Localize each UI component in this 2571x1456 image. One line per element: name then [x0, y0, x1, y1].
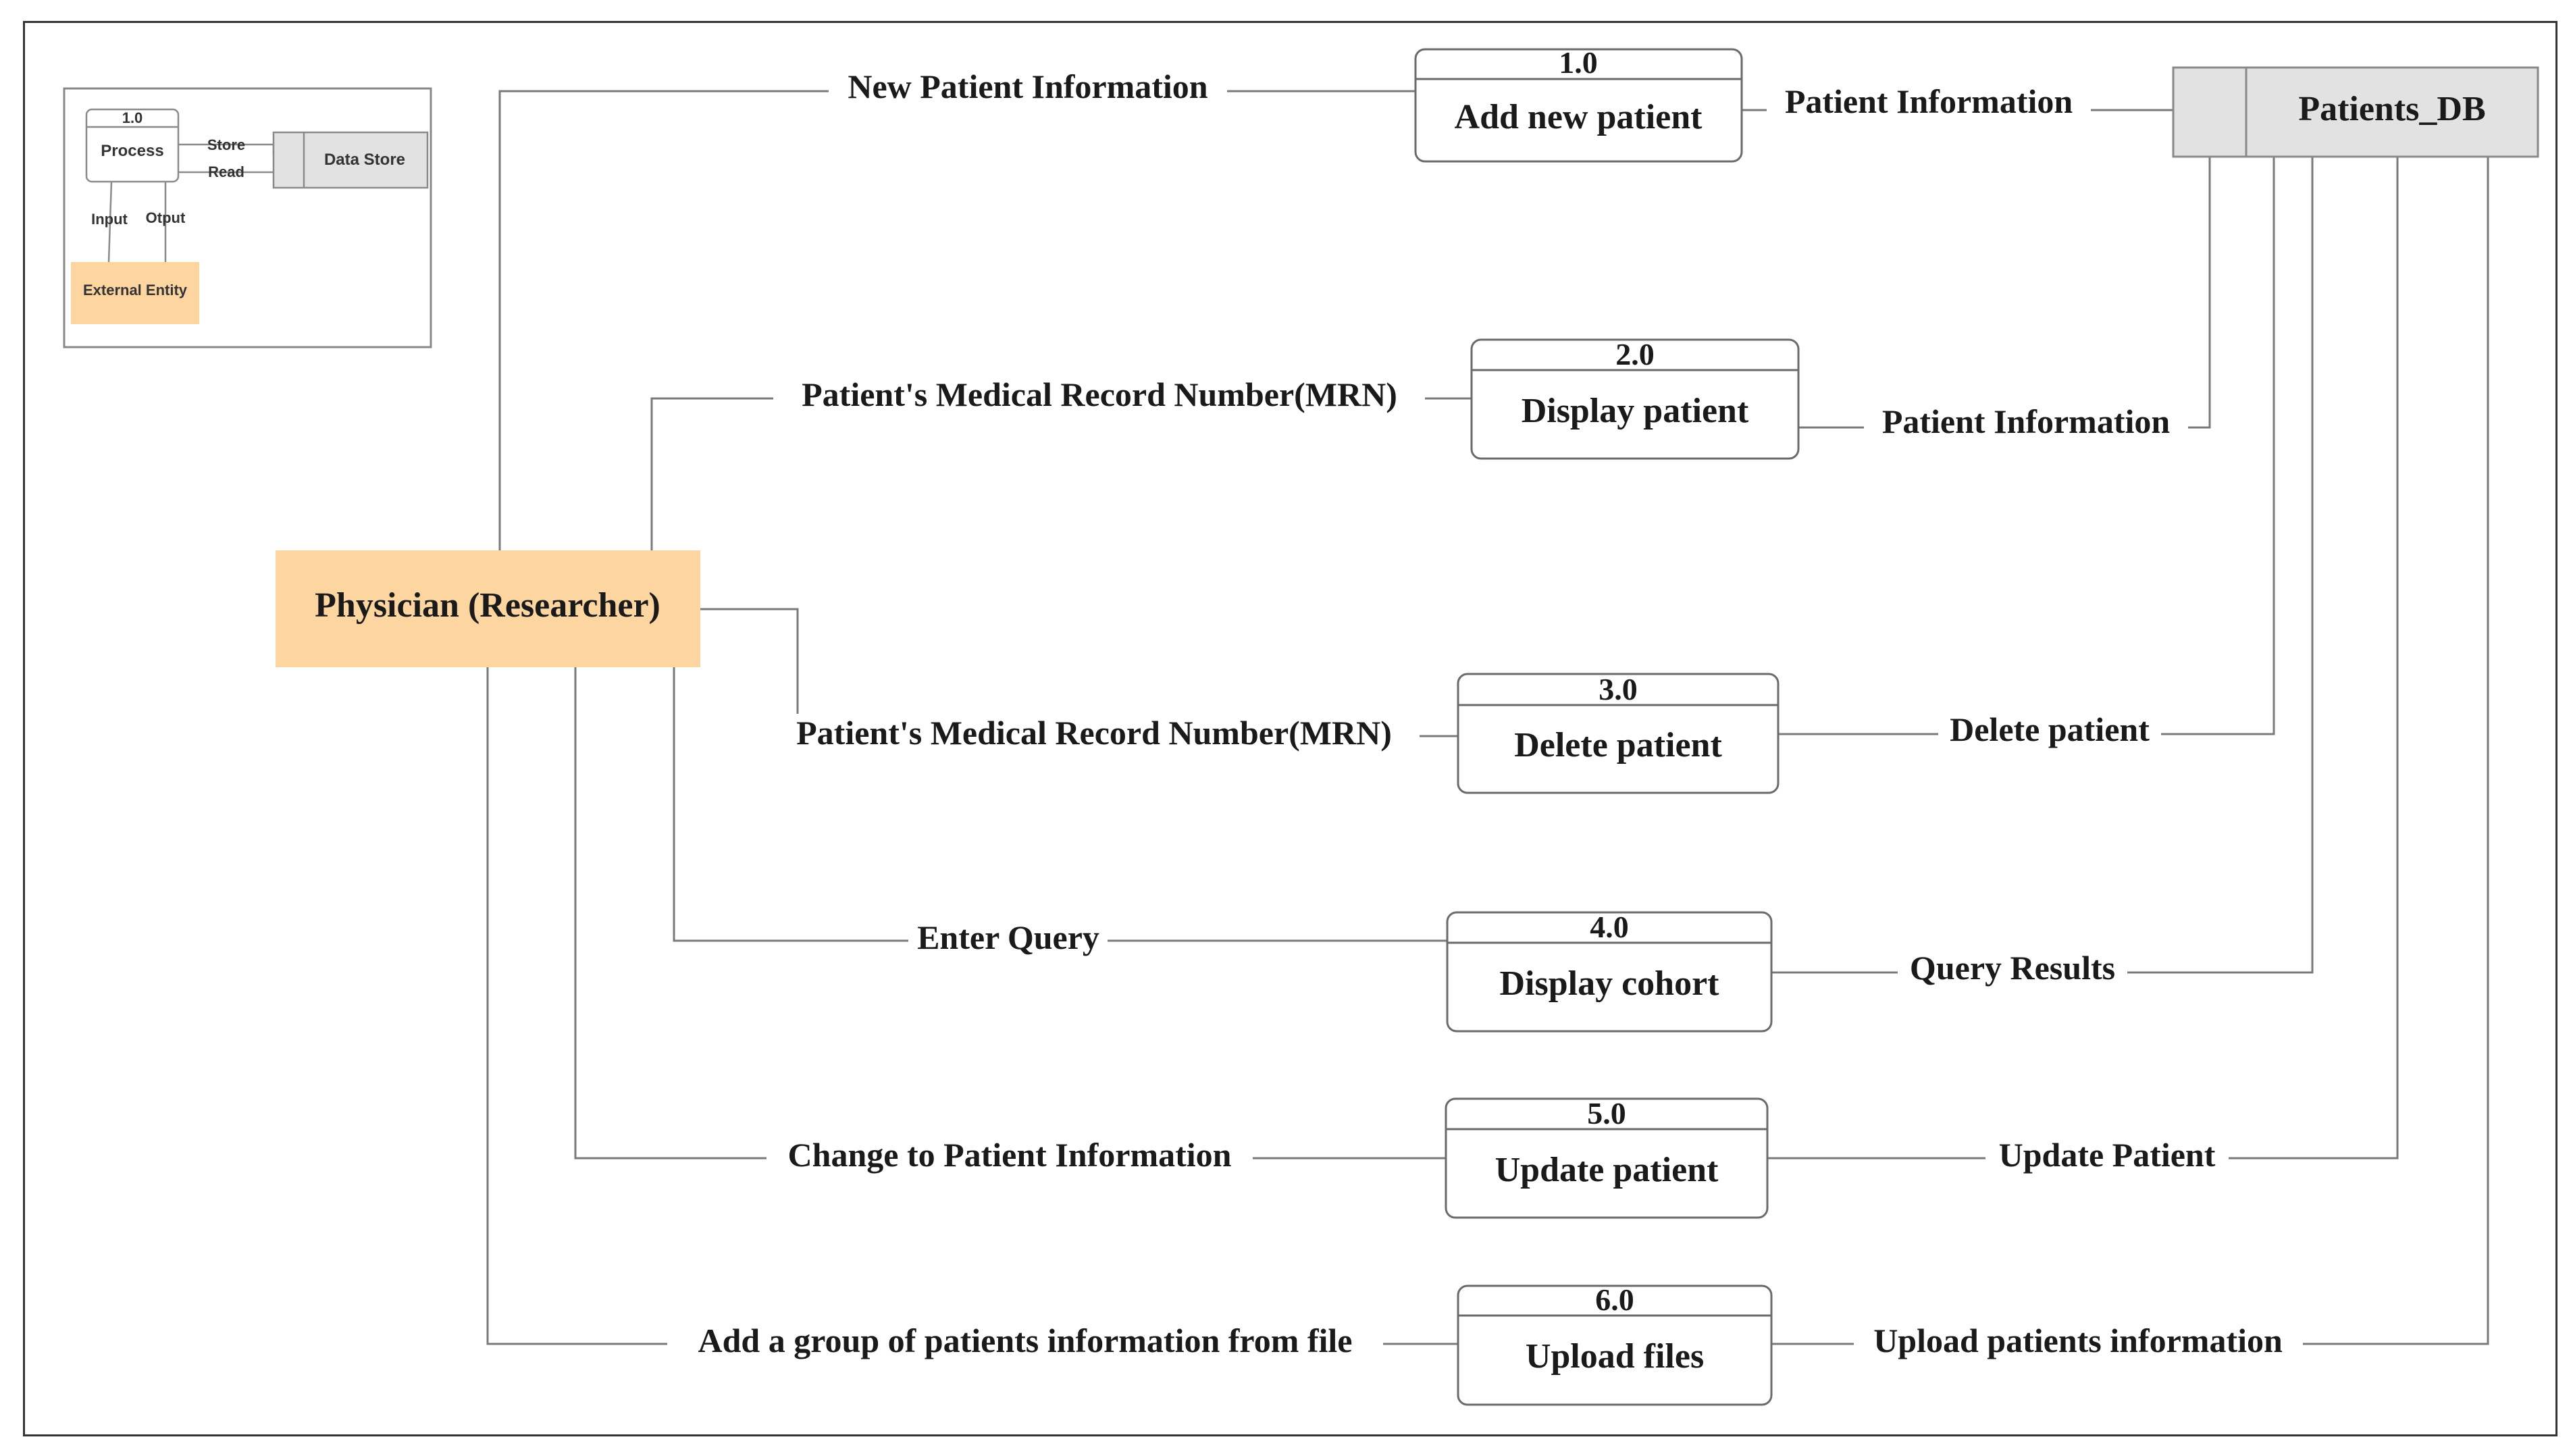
process-1-shape — [1414, 48, 1743, 163]
process-3-number: 3.0 — [1599, 672, 1638, 706]
flow-line-2-input — [650, 397, 1472, 550]
external-entity: Physician (Researcher) — [276, 550, 700, 667]
process-1: 1.0 Add new patient — [1414, 45, 1743, 163]
flow-label-6-input: Add a group of patients information from… — [698, 1322, 1353, 1359]
process-1-number: 1.0 — [1559, 45, 1598, 80]
flow-label-6-output: Upload patients information — [1873, 1322, 2283, 1359]
flow-label-5-output: Update Patient — [1999, 1136, 2216, 1174]
entity-label: Physician (Researcher) — [315, 586, 660, 625]
legend-entity-label: External Entity — [83, 282, 188, 298]
process-6: 6.0 Upload files — [1457, 1282, 1773, 1406]
process-3-label: Delete patient — [1514, 726, 1722, 764]
flow-labels-input: New Patient Information Patient's Medica… — [667, 68, 1425, 1362]
flow-labels-output: Patient Information Patient Information … — [1767, 82, 2303, 1362]
flow-label-1-output: Patient Information — [1785, 82, 2073, 120]
legend-datastore-label: Data Store — [324, 151, 405, 169]
flow-label-5-input: Change to Patient Information — [788, 1136, 1232, 1174]
legend-output-label: Otput — [146, 209, 186, 226]
legend-process-label: Process — [101, 142, 163, 160]
flow-line-4-input — [673, 667, 1447, 942]
flow-line-4-output — [1771, 157, 2314, 974]
process-2: 2.0 Display patient — [1470, 337, 1800, 460]
flow-line-5-output — [1767, 157, 2399, 1160]
process-4: 4.0 Display cohort — [1446, 910, 1773, 1033]
flow-label-3-input: Patient's Medical Record Number(MRN) — [796, 714, 1392, 752]
process-3-shape — [1457, 673, 1780, 794]
legend-read-label: Read — [208, 163, 244, 180]
legend: 1.0 Process Store Read Data Store Input … — [63, 87, 432, 348]
process-6-number: 6.0 — [1595, 1282, 1634, 1317]
flow-line-2-output — [1798, 157, 2211, 429]
process-1-label: Add new patient — [1455, 98, 1703, 136]
datastore-shape — [2172, 66, 2539, 158]
flow-label-4-input: Enter Query — [917, 918, 1099, 956]
flow-label-2-input: Patient's Medical Record Number(MRN) — [802, 375, 1397, 413]
entity-shape — [276, 550, 700, 667]
legend-process-number: 1.0 — [122, 109, 143, 126]
legend-store-label: Store — [207, 136, 245, 153]
legend-entity-shape — [71, 262, 199, 324]
process-5-number: 5.0 — [1587, 1096, 1626, 1130]
flow-label-4-output: Query Results — [1910, 949, 2115, 987]
flow-label-3-output: Delete patient — [1950, 710, 2150, 748]
process-4-number: 4.0 — [1590, 910, 1629, 944]
process-6-label: Upload files — [1526, 1337, 1704, 1376]
process-2-label: Display patient — [1522, 392, 1749, 430]
process-5: 5.0 Update patient — [1445, 1096, 1769, 1219]
datastore-label: Patients_DB — [2298, 90, 2485, 128]
flow-line-6-input — [486, 667, 1458, 1345]
data-store: Patients_DB — [2172, 66, 2539, 158]
flow-label-2-output: Patient Information — [1882, 402, 2171, 440]
process-3: 3.0 Delete patient — [1457, 672, 1780, 794]
flow-line-1-input — [498, 90, 1416, 550]
flow-line-3-output — [1778, 157, 2275, 735]
legend-datastore-shape — [272, 131, 429, 189]
legend-input-label: Input — [91, 211, 128, 228]
process-5-label: Update patient — [1495, 1151, 1719, 1189]
process-4-label: Display cohort — [1500, 964, 1720, 1003]
flow-label-1-input: New Patient Information — [848, 68, 1207, 105]
process-2-number: 2.0 — [1615, 337, 1655, 371]
